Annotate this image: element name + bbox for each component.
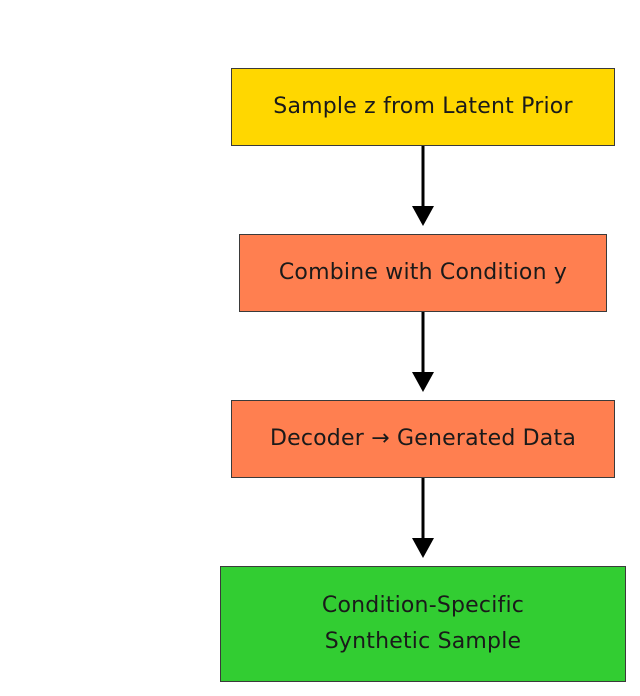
output-sample-node: Condition-Specific Synthetic Sample <box>220 566 626 682</box>
arrow-1 <box>412 146 434 226</box>
arrow-3 <box>412 478 434 558</box>
combine-condition-label: Combine with Condition y <box>278 260 568 285</box>
sample-prior-node: Sample z from Latent Prior <box>231 68 615 146</box>
sample-prior-label: Sample z from Latent Prior <box>273 94 573 119</box>
combine-condition-node: Combine with Condition y <box>239 234 607 312</box>
decoder-node: Decoder → Generated Data <box>231 400 615 478</box>
output-sample-label: Condition-Specific Synthetic Sample <box>321 593 525 654</box>
arrow-2 <box>412 312 434 392</box>
decoder-label: Decoder → Generated Data <box>269 426 577 451</box>
